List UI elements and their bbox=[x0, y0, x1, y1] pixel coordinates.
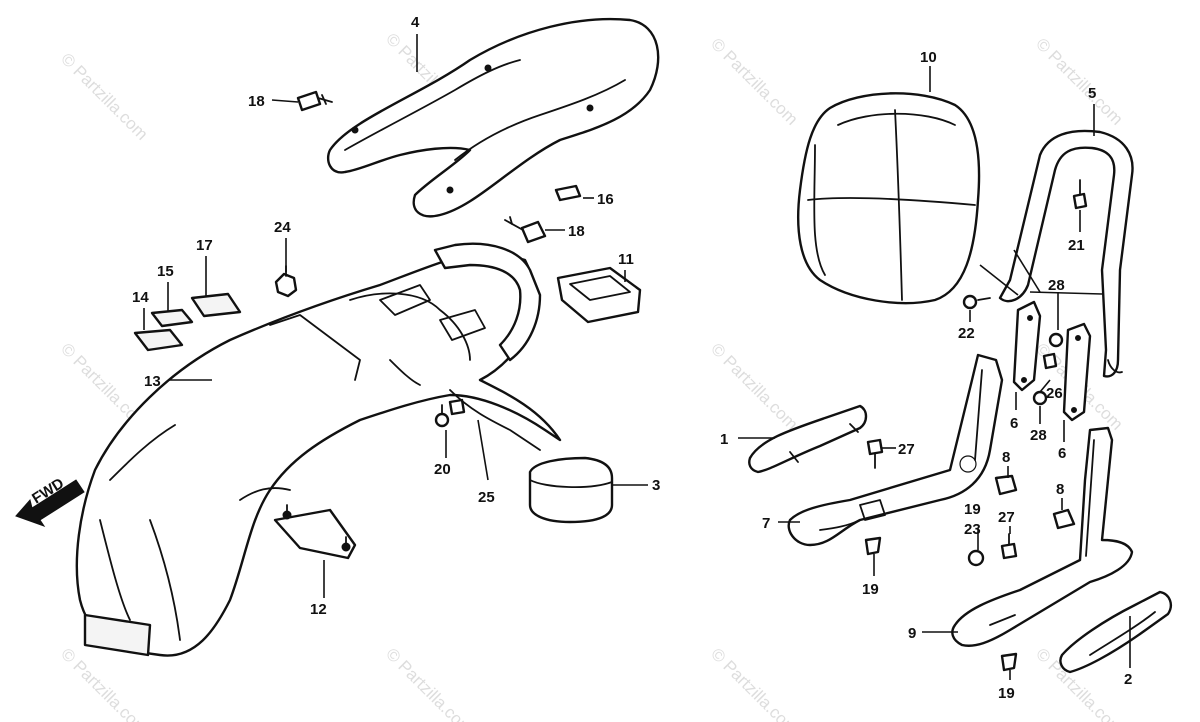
callout-12: 12 bbox=[310, 601, 327, 618]
callout-19: 19 bbox=[998, 685, 1015, 702]
part-6-plate-left bbox=[1012, 300, 1042, 392]
callout-9: 9 bbox=[908, 625, 916, 642]
callout-17: 17 bbox=[196, 237, 213, 254]
watermark-text: © Partzilla.com bbox=[57, 49, 151, 143]
watermark-text: © Partzilla.com bbox=[707, 644, 801, 722]
callout-1: 1 bbox=[720, 431, 728, 448]
part-20-bolt bbox=[434, 404, 450, 428]
callout-14: 14 bbox=[132, 289, 149, 306]
part-15-sticker bbox=[150, 308, 194, 328]
callout-28: 28 bbox=[1048, 277, 1065, 294]
watermark-text: © Partzilla.com bbox=[57, 644, 151, 722]
callout-6: 6 bbox=[1058, 445, 1066, 462]
callout-3: 3 bbox=[652, 477, 660, 494]
callout-18: 18 bbox=[568, 223, 585, 240]
part-26-bolt bbox=[1042, 352, 1058, 370]
callout-23: 23 bbox=[964, 521, 981, 538]
part-14-sticker bbox=[133, 328, 184, 352]
part-28-nut-b bbox=[1032, 390, 1048, 406]
callout-20: 20 bbox=[434, 461, 451, 478]
part-13-rear-fender bbox=[75, 242, 562, 657]
part-3-block bbox=[528, 456, 614, 524]
callout-27: 27 bbox=[898, 441, 915, 458]
callout-10: 10 bbox=[920, 49, 937, 66]
part-16-clip bbox=[554, 184, 582, 202]
watermark-text: © Partzilla.com bbox=[382, 644, 476, 722]
callout-25: 25 bbox=[478, 489, 495, 506]
part-12-bracket bbox=[273, 504, 357, 560]
callout-13: 13 bbox=[144, 373, 161, 390]
callout-16: 16 bbox=[597, 191, 614, 208]
part-5-backrest-frame bbox=[998, 129, 1134, 378]
part-9-side-bracket bbox=[951, 426, 1134, 647]
part-8-grommet-left bbox=[994, 474, 1018, 496]
leader-lines bbox=[143, 34, 1131, 680]
part-6-plate-right bbox=[1062, 322, 1092, 422]
part-19-nut-mid bbox=[864, 536, 882, 556]
callout-19: 19 bbox=[964, 501, 981, 518]
callout-8: 8 bbox=[1056, 481, 1064, 498]
part-2-reflector bbox=[1059, 590, 1172, 674]
part-25-bolt bbox=[448, 398, 466, 416]
callout-26: 26 bbox=[1046, 385, 1063, 402]
part-21-bolt bbox=[1072, 179, 1088, 210]
callout-22: 22 bbox=[958, 325, 975, 342]
callout-19: 19 bbox=[862, 581, 879, 598]
part-22-grommet bbox=[962, 294, 991, 310]
part-11-reflector bbox=[556, 266, 642, 324]
part-19-nut-bottom bbox=[1000, 652, 1018, 672]
callout-24: 24 bbox=[274, 219, 291, 236]
part-7-side-bracket bbox=[787, 353, 1004, 547]
part-1-reflector bbox=[748, 404, 868, 474]
watermark-text: © Partzilla.com bbox=[707, 339, 801, 433]
callout-18: 18 bbox=[248, 93, 265, 110]
watermark-text: © Partzilla.com bbox=[707, 34, 801, 128]
callout-4: 4 bbox=[411, 14, 420, 31]
part-10-backrest-pad bbox=[797, 92, 981, 305]
part-18-screw-top bbox=[296, 90, 333, 112]
callout-27: 27 bbox=[998, 509, 1015, 526]
part-8-grommet-right bbox=[1052, 508, 1076, 530]
callout-7: 7 bbox=[762, 515, 770, 532]
callout-5: 5 bbox=[1088, 85, 1096, 102]
callout-8: 8 bbox=[1002, 449, 1010, 466]
part-27-bolt-lower bbox=[1000, 533, 1018, 560]
part-28-nut-a bbox=[1048, 332, 1064, 348]
part-17-sticker bbox=[190, 292, 242, 318]
part-23-washer bbox=[967, 549, 985, 567]
watermark-text: © Partzilla.com bbox=[1032, 34, 1126, 128]
callout-15: 15 bbox=[157, 263, 174, 280]
part-27-bolt-upper bbox=[866, 438, 884, 469]
fwd-arrow-indicator: FWD bbox=[15, 475, 85, 527]
callout-6: 6 bbox=[1010, 415, 1018, 432]
callout-11: 11 bbox=[618, 251, 634, 268]
part-4-seat-cowl bbox=[326, 17, 660, 218]
callout-28: 28 bbox=[1030, 427, 1047, 444]
callout-21: 21 bbox=[1068, 237, 1085, 254]
callout-numbers: 4 18 16 18 24 17 15 14 11 13 12 20 25 3 … bbox=[132, 14, 1132, 702]
callout-2: 2 bbox=[1124, 671, 1132, 688]
part-18-screw-mid bbox=[504, 216, 547, 244]
